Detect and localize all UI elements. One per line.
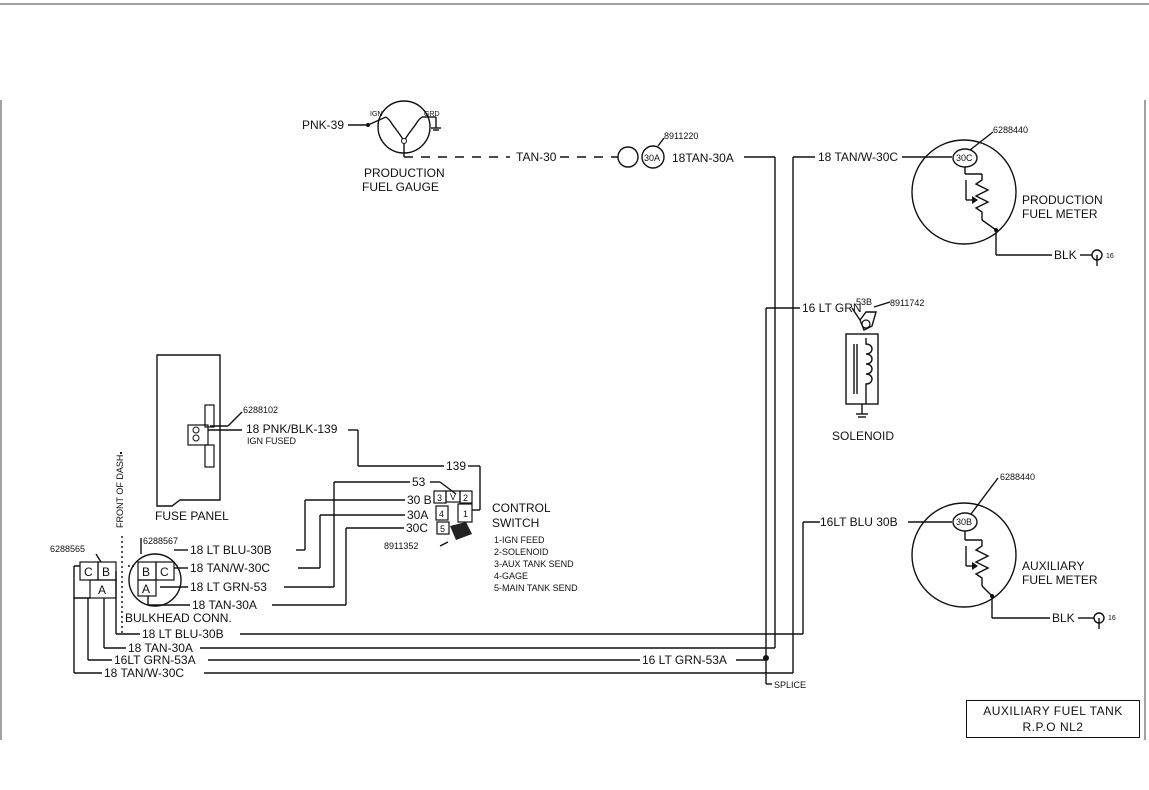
prod-meter-label-1: PRODUCTION: [1022, 193, 1103, 207]
wire-18tan-30a-label: 18TAN-30A: [672, 151, 734, 165]
prod-meter-ground-ref: 16: [1106, 253, 1114, 260]
gauge-in-wire: PNK-39: [302, 118, 344, 132]
fuse-panel-wire: 18 PNK/BLK-139: [246, 422, 338, 436]
auxiliary-fuel-meter: 16LT BLU 30B 30B 6288440 BLK 16 AUXILIAR…: [803, 472, 1116, 629]
switch-pin-v: V: [450, 492, 456, 502]
aux-meter-part: 6288440: [1000, 472, 1035, 482]
control-switch: 139 53 30 B 30A 30C 3 V 2 4 1 5 8911352 …: [305, 459, 578, 593]
connector-part-number: 8911220: [664, 131, 698, 141]
switch-pin-5: 5: [440, 524, 445, 534]
harness-wire-4: 18 TAN/W-30C: [104, 666, 184, 680]
inline-connector-30a: [641, 145, 665, 169]
bulkhead-pin-a: A: [142, 582, 150, 596]
switch-pin-3: 3: [437, 493, 442, 503]
aux-meter-terminal: 30B: [956, 517, 972, 527]
bulkhead-part: 6288567: [143, 536, 178, 546]
harness-mid-wire: 16 LT GRN-53A: [642, 653, 727, 667]
bulkhead-pin-b: B: [142, 565, 150, 579]
aux-meter-ground-wire: BLK: [1052, 611, 1075, 625]
solenoid-label: SOLENOID: [832, 429, 894, 443]
production-fuel-gauge: PNK-39 IGN GRD PRODUCTION FUEL GAUGE: [302, 100, 445, 194]
switch-wire-53: 53: [412, 475, 426, 489]
switch-pin-1: 1: [463, 509, 468, 519]
fuse-panel: 6288102 18 PNK/BLK-139 IGN FUSED FUSE PA…: [155, 354, 444, 523]
left-pin-a: A: [98, 583, 106, 597]
solenoid-wire: 16 LT GRN: [802, 301, 862, 315]
left-pin-c: C: [84, 565, 93, 579]
gauge-label-1: PRODUCTION: [364, 166, 445, 180]
bulkhead-wire-2: 18 TAN/W-30C: [190, 561, 270, 575]
switch-pin-4: 4: [439, 509, 444, 519]
gauge-label-2: FUEL GAUGE: [362, 180, 439, 194]
switch-legend-4: 4-GAGE: [494, 571, 528, 581]
sheet-frame: [0, 3, 1149, 740]
switch-to-bulkhead-wires: [272, 482, 347, 606]
switch-pin-2: 2: [463, 493, 468, 503]
bulkhead-wire-1: 18 LT BLU-30B: [190, 543, 272, 557]
lower-harness: 18 LT BLU-30B 18 TAN-30A 16LT GRN-53A 16…: [73, 571, 806, 690]
title-line-1: AUXILIARY FUEL TANK: [983, 704, 1123, 718]
harness-wire-2: 18 TAN-30A: [128, 641, 193, 655]
splice-label: SPLICE: [774, 680, 806, 690]
main-trunk-wires: [765, 156, 815, 673]
switch-legend-2: 2-SOLENOID: [494, 547, 549, 557]
switch-legend-3: 3-AUX TANK SEND: [494, 559, 574, 569]
gauge-grd-label: GRD: [424, 111, 440, 118]
solenoid-terminal: 53B: [856, 297, 872, 307]
bulkhead-wire-3: 18 LT GRN-53: [190, 580, 267, 594]
aux-meter-ground-ref: 16: [1108, 615, 1116, 622]
fuse-panel-label: FUSE PANEL: [155, 509, 229, 523]
prod-meter-in-wire: 18 TAN/W-30C: [818, 150, 898, 164]
fuse-panel-part: 6288102: [243, 405, 278, 415]
left-pin-b: B: [102, 565, 110, 579]
front-of-dash-label: FRONT OF DASH: [115, 455, 125, 528]
solenoid-part: 8911742: [890, 298, 924, 308]
aux-meter-label-1: AUXILIARY: [1022, 559, 1084, 573]
title-line-2: R.P.O NL2: [1022, 720, 1084, 734]
switch-wire-139: 139: [446, 459, 466, 473]
connector-30a-label: 30A: [644, 153, 660, 163]
switch-wire-30b: 30 B: [407, 493, 432, 507]
left-connector: 6288565 C B A: [50, 544, 136, 599]
prod-meter-terminal: 30C: [956, 153, 973, 163]
bulkhead-connector: 6288567 B C A 18 LT BLU-30B 18 TAN/W-30C…: [125, 536, 272, 625]
switch-legend-1: 1-IGN FEED: [494, 535, 545, 545]
gauge-ign-label: IGN: [370, 111, 382, 118]
fuse-panel-sub: IGN FUSED: [247, 436, 297, 446]
prod-meter-ground-wire: BLK: [1054, 248, 1077, 262]
solenoid: 16 LT GRN 53B 8911742 SOLENOID: [802, 297, 924, 443]
production-fuel-meter: 18 TAN/W-30C 30C 6288440 BLK 16 PRODUCTI…: [818, 125, 1114, 266]
front-of-dash-marker: FRONT OF DASH: [115, 452, 125, 636]
bulkhead-label: BULKHEAD CONN.: [125, 611, 232, 625]
switch-legend-5: 5-MAIN TANK SEND: [494, 583, 578, 593]
harness-wire-3: 16LT GRN-53A: [114, 653, 196, 667]
prod-meter-part: 6288440: [993, 125, 1028, 135]
switch-part: 8911352: [384, 541, 418, 551]
harness-wire-1: 18 LT BLU-30B: [142, 627, 224, 641]
switch-label-1: CONTROL: [492, 501, 551, 515]
splice-dot: [763, 655, 769, 661]
tan-30-label: TAN-30: [516, 150, 557, 164]
inline-connector-open: [617, 146, 639, 168]
aux-meter-in-wire: 16LT BLU 30B: [820, 515, 898, 529]
bulkhead-wire-4: 18 TAN-30A: [192, 598, 257, 612]
switch-label-2: SWITCH: [492, 516, 539, 530]
prod-meter-label-2: FUEL METER: [1022, 207, 1098, 221]
switch-knob: [450, 522, 472, 540]
aux-meter-label-2: FUEL METER: [1022, 573, 1098, 587]
switch-wire-30c: 30C: [406, 521, 428, 535]
title-block: AUXILIARY FUEL TANK R.P.O NL2: [966, 700, 1140, 738]
switch-wire-30a: 30A: [407, 508, 428, 522]
bulkhead-pin-c: C: [160, 565, 169, 579]
left-connector-part: 6288565: [50, 544, 85, 554]
